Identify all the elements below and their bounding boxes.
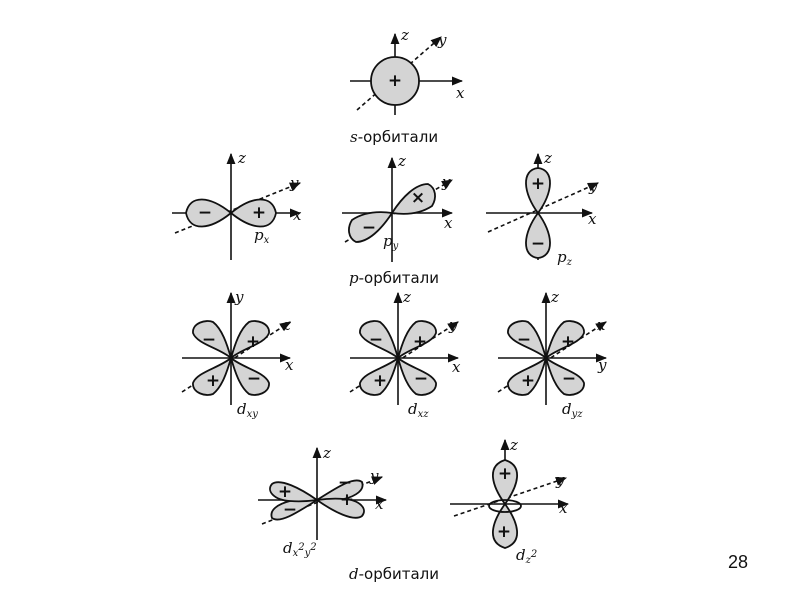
dx2y2-plus-sign-2: + [340,490,354,510]
dxy-lobe-tr [229,320,270,361]
dz2-axis-y: y [555,471,565,489]
dx2y2-minus-sign-2: − [338,473,352,493]
dxy-plus-sign-1: + [246,332,260,352]
d-caption: d-орбитали [349,565,439,583]
dxy-lobe-bl [192,355,233,396]
dz2-label: dz2 [516,546,537,566]
s-axis-z: z [400,26,409,44]
dz2-orbital-group: + + z y x dz2 [450,436,570,566]
py-axis-x: x [444,214,453,232]
dxz-label: dxz [408,400,429,420]
dxy-lobe-br [229,355,270,396]
dz2-plus-sign-2: + [497,522,511,542]
dxy-axis-z: z [282,316,291,334]
py-label: py [383,232,399,252]
dyz-label: dyz [562,400,583,420]
dxz-lobe-tl [359,320,400,361]
dxz-plus-sign-2: + [373,371,387,391]
dyz-plus-sign-2: + [521,371,535,391]
dyz-axis-y: y [597,356,607,374]
dyz-lobe-tl [507,320,548,361]
px-axis-y: y [289,174,299,192]
pz-minus-sign: − [531,234,545,254]
dxz-axis-z: z [402,288,411,306]
dz2-axis-z: z [509,436,518,454]
dyz-plus-sign-1: + [561,332,575,352]
dz2-lobe-bottom [492,502,518,549]
dxz-orbital-group: − + + − z y x dxz [349,288,461,420]
dyz-lobe-tr [544,320,585,361]
dyz-axis-x-upper: x [597,316,606,334]
dx2y2-lobe-left-back [269,481,320,503]
px-label: px [254,226,270,246]
pz-axis-x: x [588,210,597,228]
dxz-minus-sign-2: − [414,369,428,389]
pz-lobe-negative [525,211,551,259]
dx2y2-lobe-right-front [314,497,365,519]
s-plus-sign: + [388,71,402,91]
dyz-minus-sign-2: − [562,369,576,389]
dxz-lobe-bl [359,355,400,396]
dx2y2-orbital-group: + − − + z y x dx2y2 [258,444,388,559]
s-orbital-group: + z y x s-орбитали [350,26,465,146]
px-plus-sign: + [252,203,266,223]
dxy-label: dxy [237,400,258,420]
dxz-axis-y: y [448,316,458,334]
px-axis-x: x [293,206,302,224]
s-sphere [370,56,420,106]
dxz-plus-sign-1: + [413,332,427,352]
dxy-lobe-tl [192,320,233,361]
dz2-lobe-top [492,459,518,506]
dxy-minus-sign-1: − [202,330,216,350]
s-axis-x: x [456,84,465,102]
page-number: 28 [728,552,749,572]
dxz-axis-x: x [452,358,461,376]
s-caption: s-орбитали [350,128,438,146]
px-lobe-negative [185,198,233,228]
py-lobe-positive [390,183,436,215]
dz2-torus-ring [488,499,522,513]
dyz-minus-sign-1: − [517,330,531,350]
py-minus-sign: − [362,218,376,238]
pz-axis-z: z [543,149,552,167]
px-minus-sign: − [198,203,212,223]
dxz-lobe-tr [396,320,437,361]
dx2y2-axis-y: y [369,467,379,485]
dxz-lobe-br [396,355,437,396]
dxy-orbital-group: − + + − y z x dxy [181,288,294,420]
py-orbital-group: × − z y x py [342,152,454,262]
dx2y2-minus-sign-1: − [283,500,297,520]
dyz-orbital-group: − + + − z x y dyz [497,288,608,420]
dxy-axis-y: y [234,288,244,306]
dx2y2-label: dx2y2 [283,539,317,559]
py-axis-y: y [441,173,451,191]
dz2-axis-x: x [559,499,568,517]
pz-plus-sign: + [531,174,545,194]
px-orbital-group: − + z y x px [172,149,302,260]
dxy-axis-x: x [285,356,294,374]
s-axis-y: y [437,31,447,49]
dyz-lobe-bl [507,355,548,396]
dz2-plus-sign-1: + [498,464,512,484]
pz-lobe-positive [525,167,551,215]
py-cross-sign: × [411,188,425,208]
dxy-plus-sign-2: + [206,371,220,391]
dyz-lobe-br [544,355,585,396]
dxy-minus-sign-2: − [247,369,261,389]
pz-axis-y: y [588,177,598,195]
dxz-minus-sign-1: − [369,330,383,350]
px-axis-z: z [237,149,246,167]
dx2y2-axis-x: x [375,495,384,513]
p-caption: p-орбитали [349,269,439,287]
py-lobe-negative [348,211,394,243]
pz-label: pz [557,248,573,268]
dx2y2-axis-z: z [322,444,331,462]
dx2y2-plus-sign-1: + [278,482,292,502]
px-lobe-positive [229,198,277,228]
py-axis-z: z [397,152,406,170]
dyz-axis-z: z [550,288,559,306]
pz-orbital-group: + − z y x pz [486,149,600,268]
